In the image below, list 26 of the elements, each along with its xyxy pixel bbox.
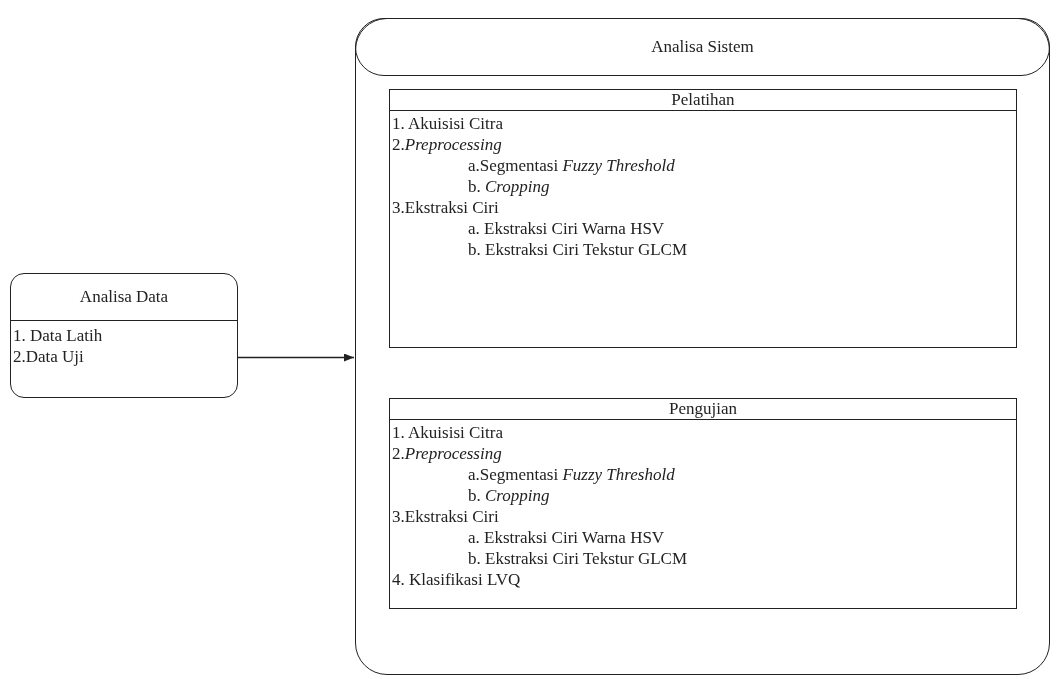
arrow <box>237 353 355 362</box>
section-title: Analisa Data <box>79 287 169 307</box>
section-title: Pengujian <box>669 399 737 419</box>
list-item: 1. Akuisisi Citra <box>391 113 504 134</box>
list-item: a. Ekstraksi Ciri Warna HSV <box>467 527 666 548</box>
container-box <box>355 18 1050 675</box>
list-item: a.Segmentasi Fuzzy Threshold <box>467 155 676 176</box>
list-item: 2.Data Uji <box>12 346 85 367</box>
list-item: b. Cropping <box>467 176 551 197</box>
list-item: 2.Preprocessing <box>391 134 503 155</box>
list-item: 4. Klasifikasi LVQ <box>391 569 522 590</box>
list-item: 1. Data Latih <box>12 325 104 346</box>
list-item: a. Ekstraksi Ciri Warna HSV <box>467 218 666 239</box>
section-title: Pelatihan <box>671 90 735 110</box>
list-item: b. Ekstraksi Ciri Tekstur GLCM <box>467 548 689 569</box>
list-item: b. Ekstraksi Ciri Tekstur GLCM <box>467 239 689 260</box>
list-item: 3.Ekstraksi Ciri <box>391 197 500 218</box>
list-box <box>389 89 1017 348</box>
list-box <box>10 273 238 398</box>
list-box <box>389 398 1017 609</box>
list-item: a.Segmentasi Fuzzy Threshold <box>467 464 676 485</box>
list-item: 2.Preprocessing <box>391 443 503 464</box>
list-item: 3.Ekstraksi Ciri <box>391 506 500 527</box>
list-item: b. Cropping <box>467 485 551 506</box>
section-title: Analisa Sistem <box>651 36 754 57</box>
list-item: 1. Akuisisi Citra <box>391 422 504 443</box>
